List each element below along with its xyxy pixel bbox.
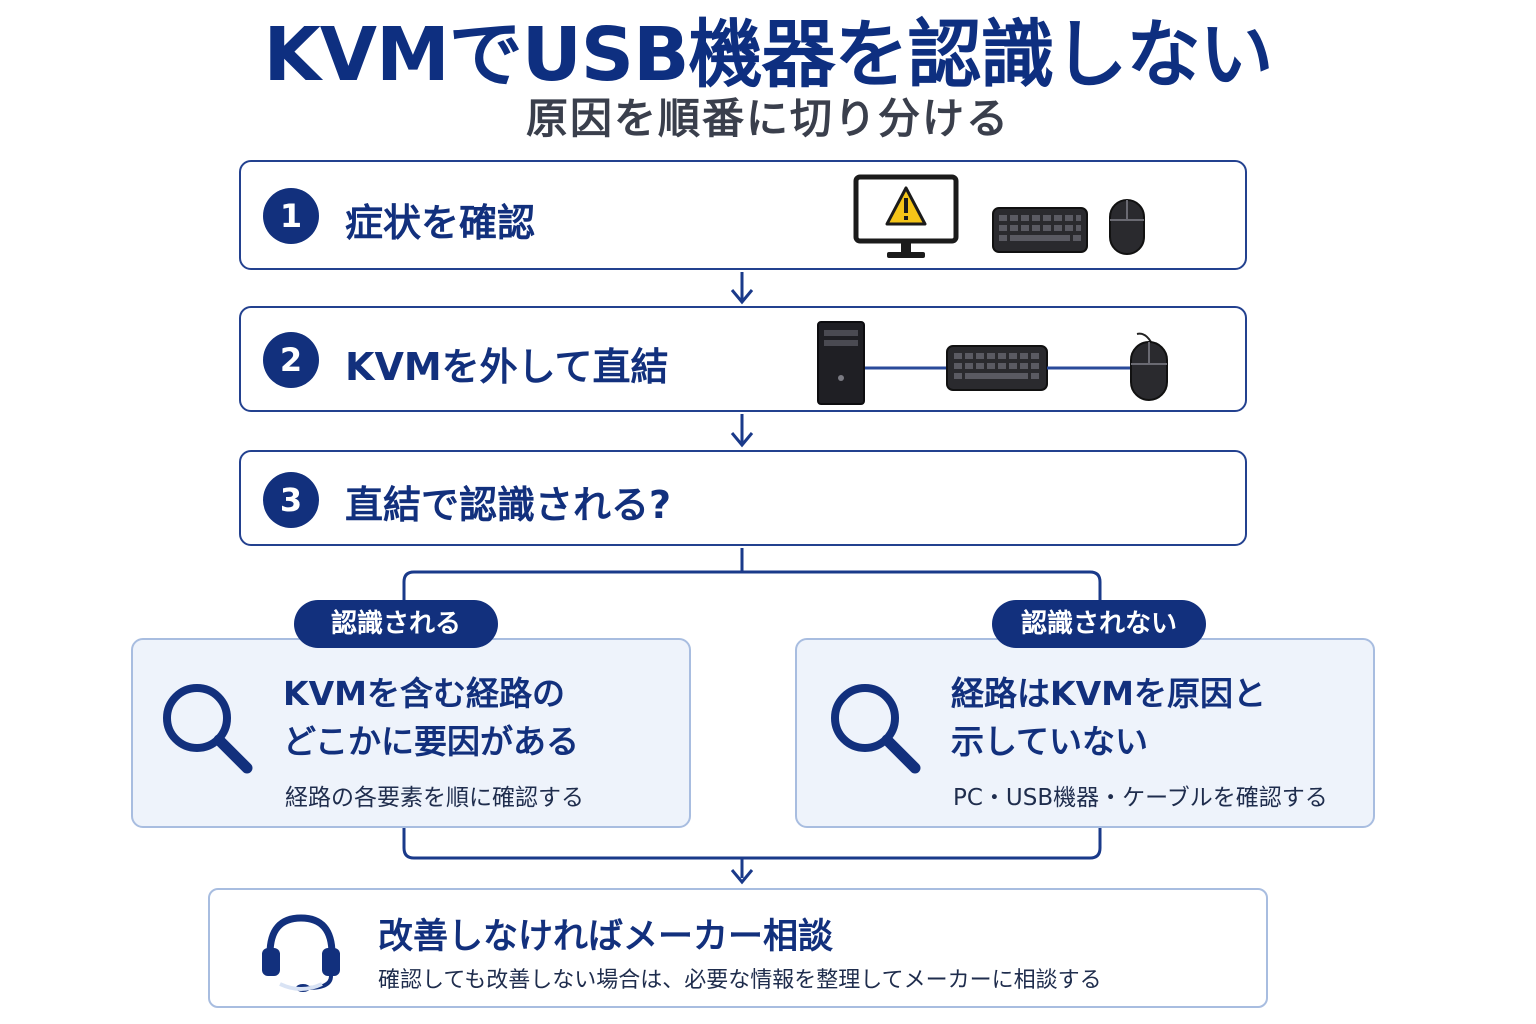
final-description: 確認しても改善しない場合は、必要な情報を整理してメーカーに相談する — [378, 968, 1102, 993]
arrow-to-final — [730, 869, 754, 885]
branch-left-tag: 認識される — [294, 600, 498, 648]
arrow-step2-to-step3 — [730, 414, 754, 448]
magnifier-icon — [831, 684, 921, 774]
step-label: 症状を確認 — [345, 201, 536, 245]
keyboard-icon — [992, 207, 1088, 253]
mouse-icon — [1109, 199, 1145, 255]
branch-left-main-line2: どこかに要因がある — [283, 722, 580, 761]
keyboard-icon — [946, 345, 1048, 391]
branch-right-sub: PC・USB機器・ケーブルを確認する — [953, 785, 1328, 811]
branch-right-main-line1: 経路はKVMを原因と — [951, 674, 1266, 713]
branch-split-connector — [402, 548, 1102, 602]
page-subtitle: 原因を順番に切り分ける — [525, 94, 1010, 143]
headset-icon — [262, 914, 340, 992]
mouse-icon — [1130, 332, 1168, 401]
pc-connection-diagram — [817, 321, 1168, 405]
branch-right-tag: 認識されない — [992, 600, 1206, 648]
pc-tower-icon — [817, 321, 865, 405]
magnifier-icon — [163, 684, 253, 774]
final-title: 改善しなければメーカー相談 — [378, 917, 834, 957]
step-label: KVMを外して直結 — [345, 345, 669, 389]
step-2-box: 2 KVMを外して直結 — [239, 306, 1247, 412]
step-label: 直結で認識される? — [345, 483, 672, 527]
warning-monitor-icon — [853, 174, 959, 258]
final-box: 改善しなければメーカー相談 確認しても改善しない場合は、必要な情報を整理してメー… — [208, 888, 1268, 1008]
step-3-box: 3 直結で認識される? — [239, 450, 1247, 546]
branch-left-main-line1: KVMを含む経路の — [283, 674, 565, 713]
step-number-badge: 2 — [263, 332, 319, 388]
step-1-box: 1 症状を確認 — [239, 160, 1247, 270]
branch-left-box: KVMを含む経路の どこかに要因がある 経路の各要素を順に確認する — [131, 638, 691, 828]
branch-right-main-line2: 示していない — [951, 722, 1149, 761]
branch-left-sub: 経路の各要素を順に確認する — [285, 785, 584, 811]
page-title: KVMでUSB機器を認識しない — [263, 12, 1273, 98]
step-number-badge: 3 — [263, 472, 319, 528]
branch-merge-connector — [402, 828, 1102, 878]
arrow-step1-to-step2 — [730, 272, 754, 305]
step-number-badge: 1 — [263, 188, 319, 244]
branch-right-box: 経路はKVMを原因と 示していない PC・USB機器・ケーブルを確認する — [795, 638, 1375, 828]
